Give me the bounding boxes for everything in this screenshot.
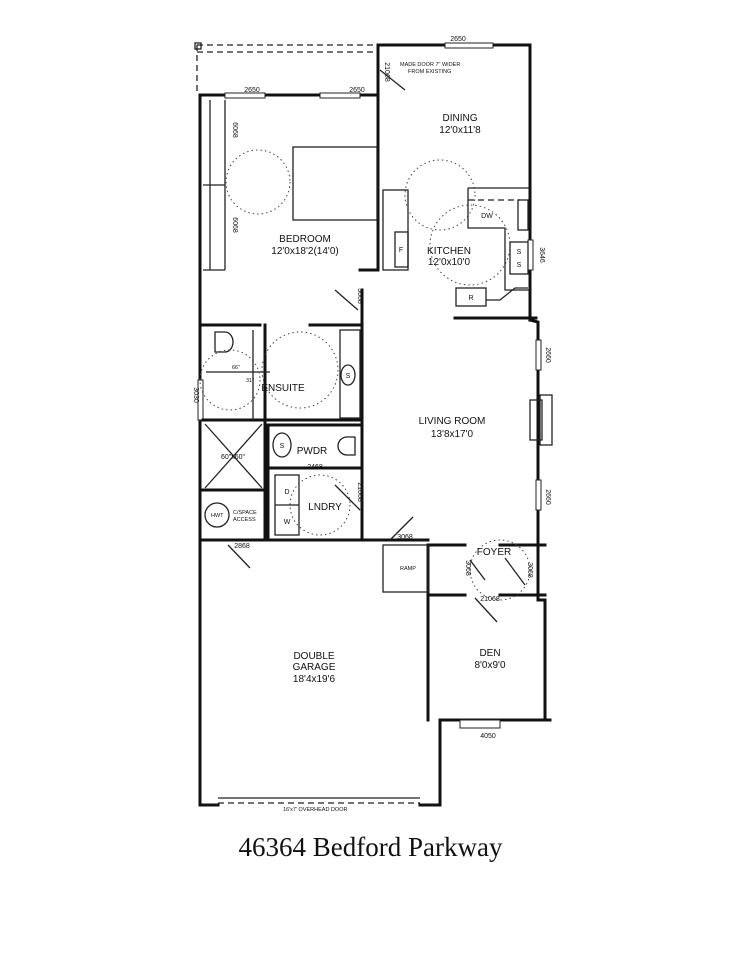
- tub-width: 66": [232, 365, 240, 371]
- overhead-door-label: 16'x7' OVERHEAD DOOR: [283, 807, 347, 813]
- interior-walls: [201, 93, 547, 597]
- dim-foyer-door-1: 3068: [464, 560, 471, 576]
- dim-closet-1: 6068: [231, 122, 238, 138]
- dim-kitchen-window: 3646: [538, 247, 545, 263]
- door-note-2: FROM EXISTING: [408, 69, 451, 75]
- shower-label: 60"x60": [221, 454, 246, 461]
- range-label: R: [468, 295, 473, 302]
- kitchen-size: 12'0x10'0: [428, 257, 471, 268]
- dim-bedroom-door: 3068: [356, 288, 363, 304]
- hwt-label: HWT: [211, 513, 224, 519]
- living-room-label: LIVING ROOM: [419, 416, 486, 427]
- foyer-label: FOYER: [477, 547, 511, 558]
- dim-garage-door: 2868: [234, 543, 250, 550]
- windows: [197, 42, 542, 804]
- ramp-label: RAMP: [400, 566, 416, 572]
- den-label: DEN: [479, 648, 500, 659]
- exterior-walls: [198, 43, 552, 807]
- dim-dining-door: 21068: [383, 62, 390, 82]
- bedroom-size: 12'0x18'2(14'0): [271, 246, 338, 257]
- property-address: 46364 Bedford Parkway: [238, 832, 503, 862]
- dim-lndry-door: 21068: [356, 482, 363, 502]
- door-note-1: MADE DOOR 7" WIDER: [400, 62, 460, 68]
- lndry-label: LNDRY: [308, 502, 342, 513]
- washer-label: W: [284, 519, 291, 526]
- closets: [203, 100, 226, 271]
- kitchen-label: KITCHEN: [427, 246, 471, 257]
- patio-outline: [194, 42, 378, 95]
- garage-label-1: DOUBLE: [293, 651, 334, 662]
- dim-ensuite-window: 3030: [192, 387, 199, 403]
- dim-bed-window-1: 2650: [244, 87, 260, 94]
- dining-size: 12'0x11'8: [439, 125, 481, 136]
- dim-living-door: 3068: [397, 534, 413, 541]
- living-room-size: 13'8x17'0: [431, 429, 474, 440]
- dim-closet-2: 6068: [231, 217, 238, 233]
- dim-den-door: 21068: [480, 596, 500, 603]
- dim-foyer-door-2: 3068: [526, 562, 533, 578]
- dim-bed-window-2: 2650: [349, 87, 365, 94]
- garage-size: 18'4x19'6: [293, 674, 336, 685]
- crawlspace-label: C/SPACE: [233, 510, 257, 516]
- fridge-label: F: [399, 247, 403, 254]
- dim-dining-window: 2650: [450, 36, 466, 43]
- dim-pwdr-door: 2468: [307, 464, 323, 471]
- pwdr-sink-label: S: [280, 443, 285, 450]
- crawlspace-access-label: ACCESS: [233, 517, 256, 523]
- dim-living-window-1: 2660: [544, 347, 551, 363]
- sink-label-2: S: [517, 262, 522, 269]
- kitchen-fixtures: [382, 187, 553, 446]
- dim-living-window-2: 2660: [544, 489, 551, 505]
- sink-label-1: S: [517, 249, 522, 256]
- dining-label: DINING: [443, 113, 478, 124]
- bath-fixtures: [204, 329, 429, 593]
- bedroom-label: BEDROOM: [279, 234, 331, 245]
- garage-label-2: GARAGE: [293, 662, 336, 673]
- ensuite-sink-label: S: [346, 373, 351, 380]
- dim-den-window: 4050: [480, 733, 496, 740]
- den-size: 8'0x9'0: [474, 660, 506, 671]
- bed: [292, 146, 378, 221]
- dishwasher-label: DW: [481, 213, 493, 220]
- ensuite-label: ENSUITE: [261, 383, 305, 394]
- pwdr-label: PWDR: [297, 446, 328, 457]
- dryer-label: D: [284, 489, 289, 496]
- tub-height: 31": [246, 378, 254, 384]
